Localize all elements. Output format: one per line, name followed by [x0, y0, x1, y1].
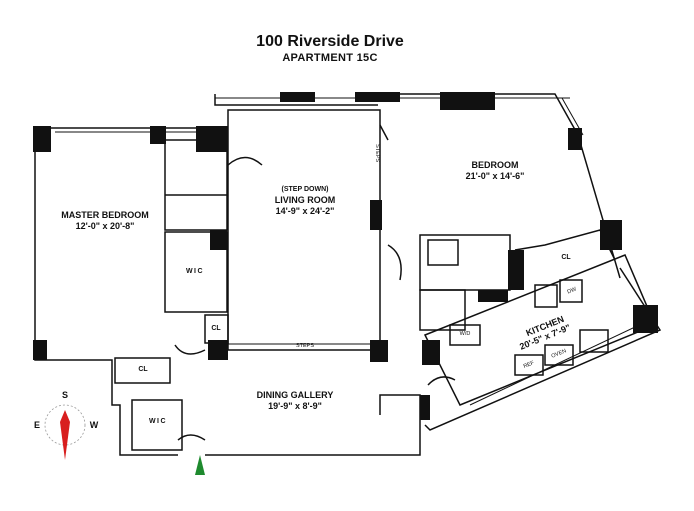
bedroom-name: BEDROOM	[471, 160, 519, 170]
wic-label-1: WIC	[185, 268, 205, 275]
dining-gallery-name: DINING GALLERY	[256, 390, 334, 400]
compass-needle-icon	[60, 410, 70, 460]
entry-arrow-icon	[195, 455, 205, 475]
plan-title: 100 Riverside Drive	[256, 33, 404, 50]
master-bedroom-dims: 12'-0" x 20'-8"	[75, 221, 135, 231]
bedroom-dims: 21'-0" x 14'-6"	[465, 171, 525, 181]
cl-label-3: CL	[561, 254, 571, 261]
cl-label-1: CL	[211, 325, 221, 332]
living-room-dims: 14'-9" x 24'-2"	[275, 206, 335, 216]
wd-label: W/D	[459, 331, 471, 337]
steps-label-2: STEPS	[374, 144, 381, 163]
living-room-note: (STEP DOWN)	[281, 186, 329, 193]
compass	[44, 404, 86, 460]
wall-columns	[33, 92, 658, 420]
cl-label-2: CL	[138, 366, 148, 373]
wic-label-2: WIC	[148, 418, 168, 425]
compass-south-label: S	[61, 390, 68, 400]
dining-gallery-dims: 19'-9" x 8'-9"	[268, 401, 322, 411]
master-bedroom-name: MASTER BEDROOM	[61, 210, 149, 220]
steps-label-1: STEPS	[295, 343, 315, 349]
compass-west-label: W	[89, 420, 99, 430]
compass-east-label: E	[33, 420, 40, 430]
living-room-name: LIVING ROOM	[274, 195, 336, 205]
plan-subtitle: APARTMENT 15C	[282, 52, 378, 64]
walls	[34, 93, 662, 456]
